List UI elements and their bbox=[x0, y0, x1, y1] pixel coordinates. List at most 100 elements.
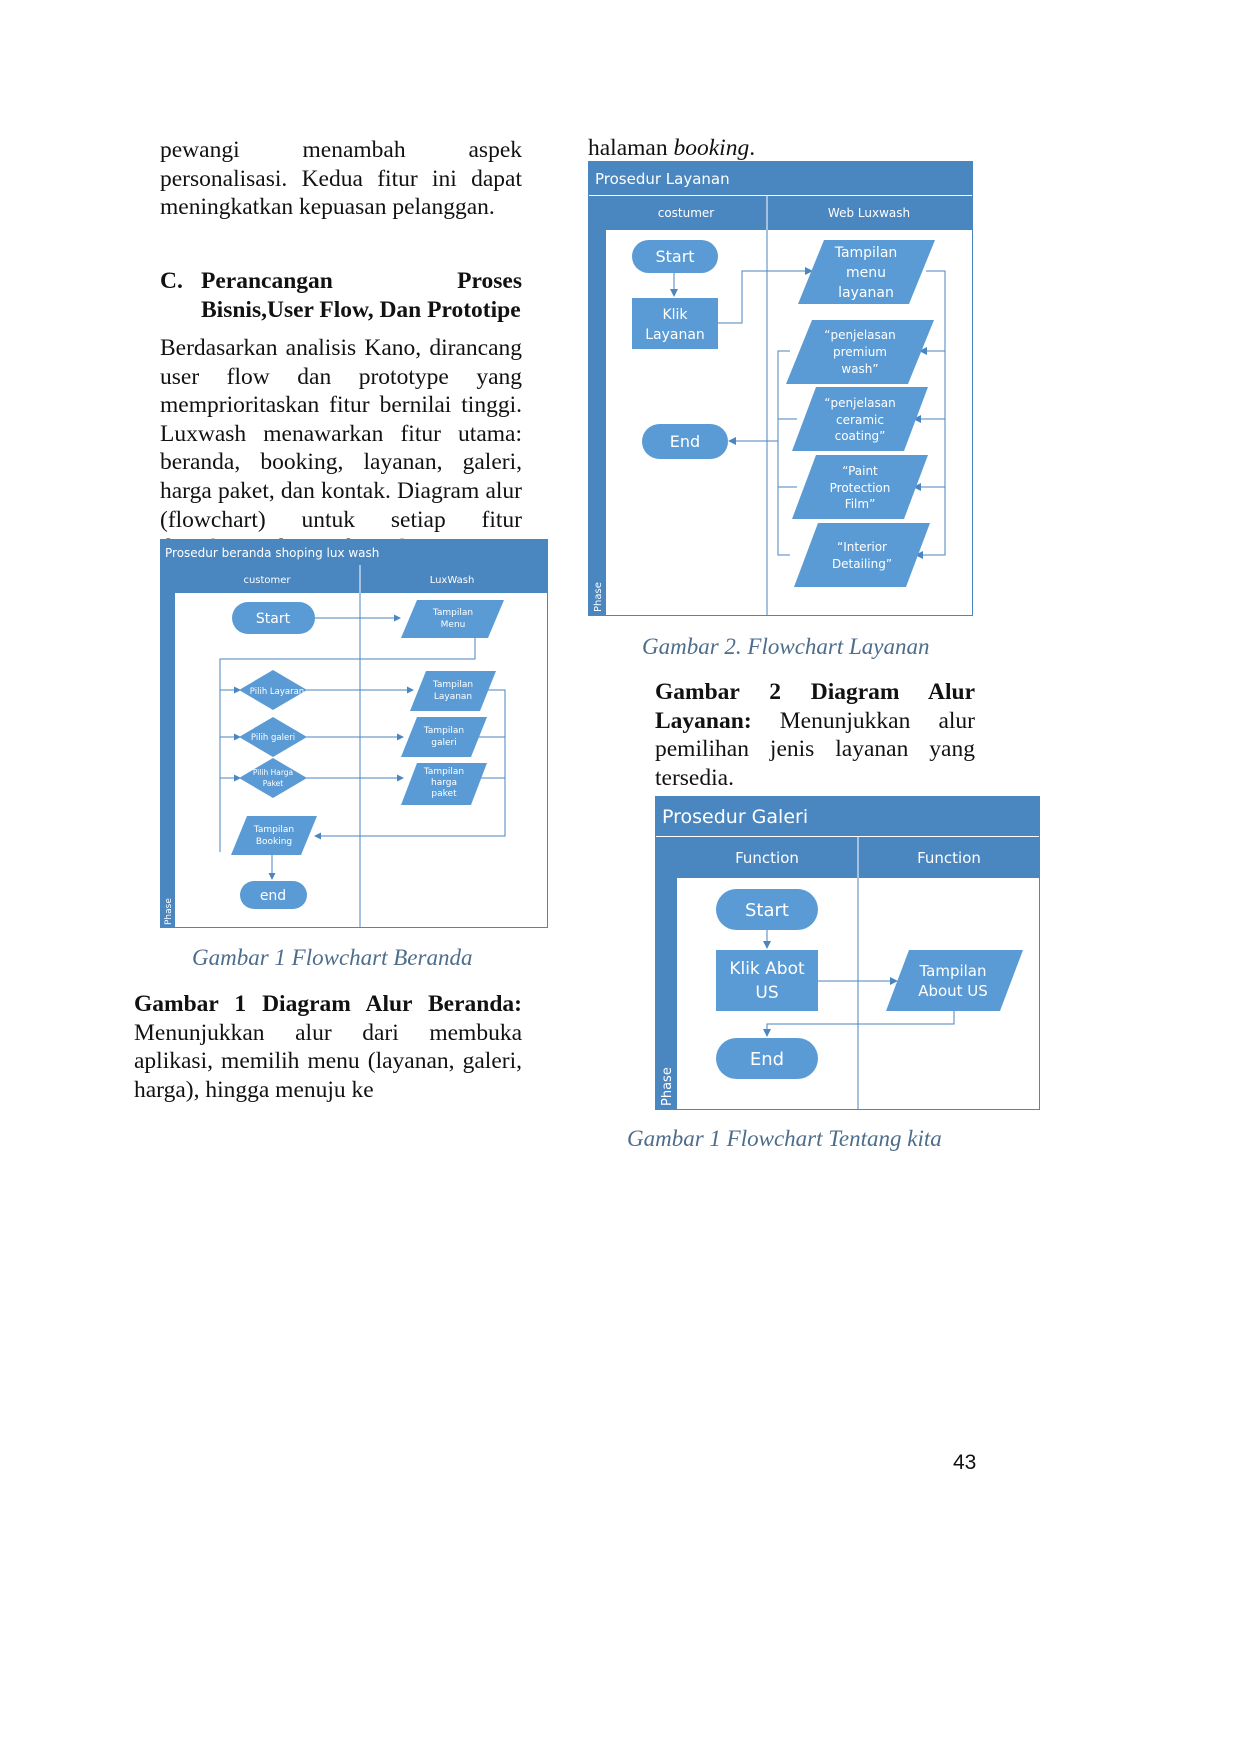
fig1-d2-label: Pilih galeri bbox=[251, 733, 295, 743]
fig1-d3-line1: Pilih Harga bbox=[253, 768, 293, 777]
fig2-p3-line3: Film” bbox=[845, 497, 876, 511]
fig1-decision-harga bbox=[239, 758, 307, 798]
fig2-lane-costumer: costumer bbox=[658, 206, 715, 220]
fig1-d1-label: Pilih Layaran bbox=[250, 687, 304, 697]
desc2-bold: Gambar 2 Diagram Alur Layanan: bbox=[655, 679, 975, 734]
page-number: 43 bbox=[953, 1451, 977, 1474]
fig1-tampilan-layanan-node bbox=[410, 671, 496, 711]
fig2-p3-line1: “Paint bbox=[842, 464, 878, 478]
fig1-d3-line2: Paket bbox=[263, 779, 283, 788]
fig2-p2-line3: coating” bbox=[835, 429, 886, 443]
fig2-lane-header bbox=[588, 196, 973, 230]
fig1-tm-line1: Tampilan bbox=[432, 608, 473, 618]
fig1-tb-line2: Booking bbox=[256, 837, 292, 847]
fig1-tampilan-menu-node bbox=[401, 600, 504, 638]
desc1-bold: Gambar 1 Diagram Alur Beranda: bbox=[134, 991, 522, 1017]
fig2-klik-line2: Layanan bbox=[645, 327, 705, 343]
fig2-p2-line1: “penjelasan bbox=[824, 396, 895, 410]
paragraph-intro: pewangi menambah aspek personalisasi. Ke… bbox=[160, 137, 522, 221]
fig1-end-label: end bbox=[260, 888, 286, 904]
fig1-th-line3: paket bbox=[431, 789, 457, 799]
fig2-end-node bbox=[642, 424, 728, 459]
fig3-phase-label: Phase bbox=[660, 1067, 675, 1106]
fig3-phase-bar bbox=[655, 878, 677, 1110]
fig1-th-line2: harga bbox=[431, 778, 457, 788]
figure-1-flowchart-beranda: Prosedur beranda shoping lux wash custom… bbox=[160, 539, 548, 928]
fig1-tb-line1: Tampilan bbox=[253, 825, 294, 835]
desc1-text: Menunjukkan alur dari membuka aplikasi, … bbox=[134, 1019, 522, 1103]
desc2-text: Menunjukkan alur pemilihan jenis layanan… bbox=[655, 707, 975, 791]
fig1-title-bar bbox=[160, 539, 548, 565]
fig1-tampilan-booking-node bbox=[231, 816, 317, 855]
figure-2-flowchart-layanan: Prosedur Layanan costumer Web Luxwash Ph… bbox=[588, 161, 973, 616]
fig3-klik-about-node bbox=[716, 950, 818, 1011]
fig1-tl-line1: Tampilan bbox=[432, 680, 473, 690]
fig2-start-node bbox=[632, 240, 718, 273]
fig3-tamp-line2: About US bbox=[918, 982, 988, 1000]
fig2-p3-line2: Protection bbox=[830, 481, 891, 495]
section-heading: C. Perancangan Proses Bisnis,User Flow, … bbox=[160, 267, 522, 324]
fig2-p1-line3: wash” bbox=[841, 362, 878, 376]
fig3-klik-line2: US bbox=[755, 983, 778, 1003]
fig1-start-node bbox=[232, 602, 315, 634]
fig2-title: Prosedur Layanan bbox=[595, 170, 730, 188]
fig1-tm-line2: Menu bbox=[441, 620, 466, 630]
fig1-lane-customer: customer bbox=[243, 575, 291, 586]
fig2-tm-line2: menu bbox=[846, 265, 886, 281]
fig2-premium-wash-node bbox=[786, 320, 934, 384]
fig3-start-label: Start bbox=[745, 900, 789, 921]
fig3-end-node bbox=[716, 1038, 818, 1079]
fig1-tl-line2: Layanan bbox=[434, 692, 472, 702]
fig2-tm-line1: Tampilan bbox=[834, 245, 898, 261]
fig2-end-label: End bbox=[670, 432, 700, 451]
fig3-title: Prosedur Galeri bbox=[662, 806, 808, 828]
fig2-phase-label: Phase bbox=[593, 582, 604, 612]
section-title: Perancangan Proses Bisnis,User Flow, Dan… bbox=[201, 268, 522, 323]
fig2-interior-detailing-node bbox=[794, 523, 930, 587]
fig3-tampilan-about-node bbox=[886, 950, 1023, 1011]
cont-text: halaman bbox=[588, 135, 674, 161]
fig1-end-node bbox=[240, 881, 307, 909]
figure-3-flowchart-tentang-kita: Prosedur Galeri Function Function Phase … bbox=[655, 796, 1040, 1110]
section-letter: C. bbox=[160, 268, 183, 294]
fig2-start-label: Start bbox=[655, 247, 694, 266]
figure-1-description: Gambar 1 Diagram Alur Beranda: Menunjukk… bbox=[134, 990, 522, 1104]
fig3-tamp-line1: Tampilan bbox=[918, 962, 986, 980]
fig1-tg-line1: Tampilan bbox=[423, 726, 464, 736]
fig1-lane-luxwash: LuxWash bbox=[430, 575, 475, 586]
fig2-klik-layanan-node bbox=[632, 298, 718, 349]
figure-2-caption: Gambar 2. Flowchart Layanan bbox=[642, 634, 930, 659]
fig2-phase-bar bbox=[588, 230, 606, 616]
figure-2-description: Gambar 2 Diagram Alur Layanan: Menunjukk… bbox=[655, 678, 975, 792]
fig2-ceramic-coating-node bbox=[792, 387, 928, 451]
fig2-p4-line2: Detailing” bbox=[832, 557, 892, 571]
fig1-start-label: Start bbox=[256, 611, 291, 627]
figure-1-caption: Gambar 1 Flowchart Beranda bbox=[192, 945, 473, 970]
fig1-title: Prosedur beranda shoping lux wash bbox=[165, 546, 379, 560]
continuation-text: halaman booking. bbox=[588, 134, 968, 163]
paragraph-kano: Berdasarkan analisis Kano, dirancang use… bbox=[160, 335, 522, 561]
fig3-klik-line1: Klik Abot bbox=[729, 959, 805, 979]
fig1-frame bbox=[160, 539, 548, 928]
fig1-phase-bar bbox=[160, 593, 175, 928]
fig2-title-bar bbox=[588, 161, 973, 195]
fig2-p4-line1: “Interior bbox=[837, 540, 887, 554]
fig2-p1-line1: “penjelasan bbox=[824, 328, 895, 342]
fig2-klik-line1: Klik bbox=[662, 307, 688, 323]
fig1-lane-header bbox=[160, 565, 548, 593]
fig1-decision-layanan bbox=[239, 670, 307, 710]
fig1-phase-label: Phase bbox=[164, 898, 174, 925]
fig2-p1-line2: premium bbox=[833, 345, 887, 359]
fig1-decision-galeri bbox=[239, 717, 307, 757]
fig3-lane-header bbox=[655, 837, 1040, 878]
cont-end: . bbox=[749, 135, 756, 161]
fig3-lane-1: Function bbox=[735, 849, 799, 867]
fig3-end-label: End bbox=[750, 1049, 784, 1070]
fig3-start-node bbox=[716, 889, 818, 930]
fig2-p2-line2: ceramic bbox=[836, 413, 884, 427]
fig3-title-bar bbox=[655, 796, 1040, 836]
fig1-tg-line2: galeri bbox=[431, 738, 456, 748]
fig2-paint-protection-node bbox=[792, 455, 928, 519]
fig1-th-line1: Tampilan bbox=[423, 767, 464, 777]
fig2-tampilan-menu-node bbox=[798, 240, 935, 304]
